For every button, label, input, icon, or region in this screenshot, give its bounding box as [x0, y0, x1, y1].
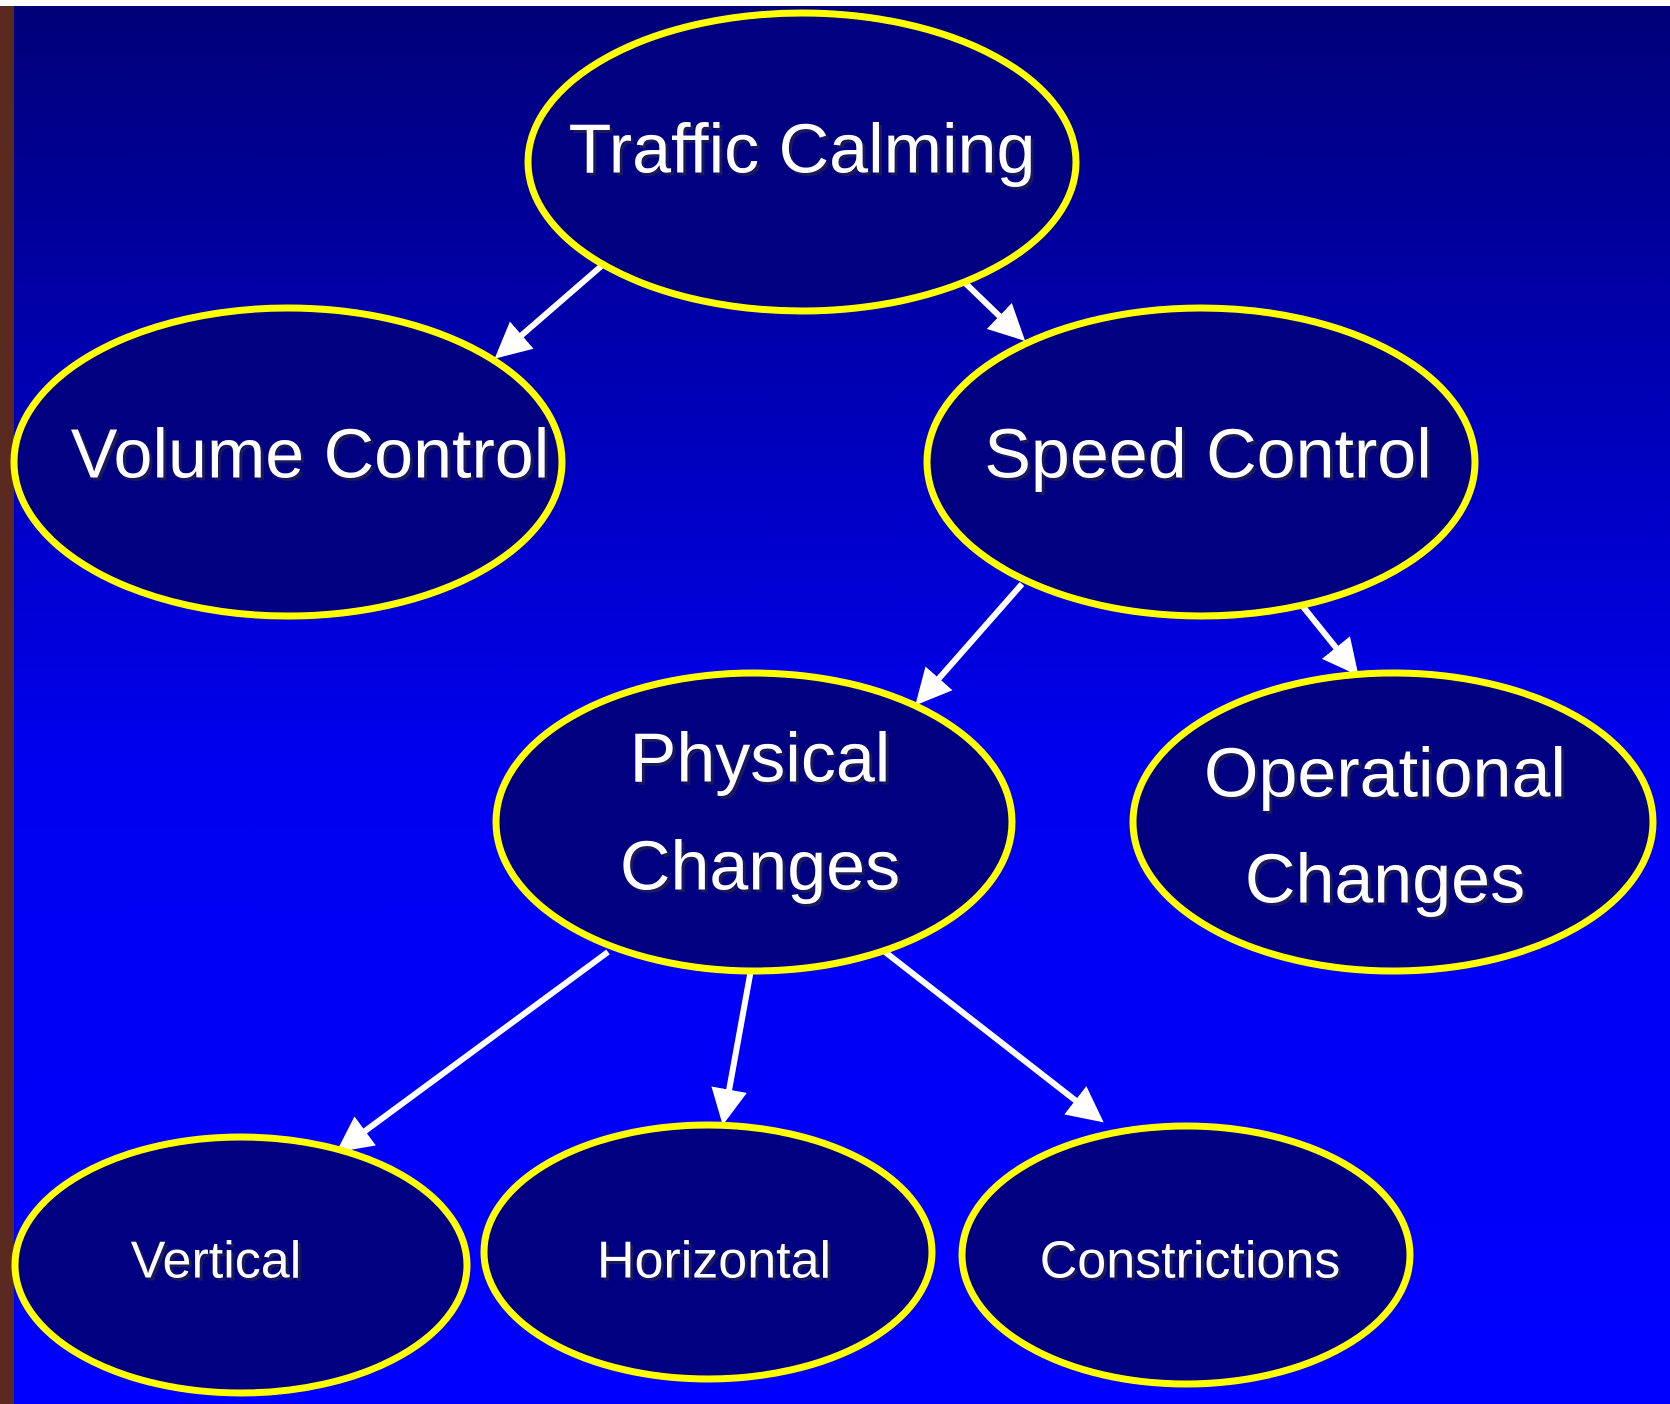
volume-control-label: Volume Control: [71, 414, 550, 492]
physical-changes-label-line2: Changes: [620, 826, 900, 904]
top-edge: [0, 0, 1670, 6]
arrow-physical-to-horizontal: [711, 963, 755, 1126]
node-volume-control: Volume Control Volume Control: [10, 304, 566, 620]
ellipse-vertical: [11, 1133, 471, 1397]
traffic-calming-label: Traffic Calming: [569, 109, 1036, 187]
physical-changes-label-line1: Physical: [630, 718, 891, 796]
ellipse-constrictions: [958, 1122, 1414, 1388]
speed-control-shadow: Speed Control: [987, 417, 1435, 495]
ellipse-physical-changes: [492, 669, 1016, 975]
arrow-traffic-to-volume: [494, 259, 608, 359]
speed-control-label: Speed Control: [984, 414, 1432, 492]
physical-line2-shadow: Changes: [623, 829, 903, 907]
arrow-speed-to-physical: [915, 582, 1025, 706]
traffic-calming-shadow: Traffic Calming: [572, 112, 1039, 190]
ellipse-operational-changes: [1129, 669, 1657, 975]
ellipse-traffic-calming: [524, 9, 1080, 315]
node-physical-changes: Physical Physical Changes Changes: [492, 669, 1016, 975]
arrow-traffic-to-speed: [957, 275, 1026, 342]
arrows: [336, 259, 1359, 1153]
node-constrictions: Constrictions Constrictions: [958, 1122, 1414, 1388]
operational-changes-label-line1: Operational: [1204, 733, 1566, 811]
arrow-physical-to-constrictions: [878, 945, 1104, 1123]
ellipse-volume-control: [10, 304, 566, 620]
ellipse-horizontal: [480, 1121, 936, 1383]
horizontal-shadow: Horizontal: [600, 1235, 834, 1293]
arrow-speed-to-operational: [1293, 596, 1359, 676]
node-horizontal: Horizontal Horizontal: [480, 1121, 936, 1383]
left-photo-strip: [0, 0, 14, 1404]
arrow-physical-to-vertical: [336, 949, 610, 1153]
node-speed-control: Speed Control Speed Control: [923, 304, 1479, 620]
vertical-label: Vertical: [131, 1232, 302, 1290]
horizontal-label: Horizontal: [597, 1232, 831, 1290]
operational-changes-label-line2: Changes: [1245, 839, 1525, 917]
operational-line1-shadow: Operational: [1207, 736, 1569, 814]
ellipse-speed-control: [923, 304, 1479, 620]
volume-control-shadow: Volume Control: [74, 417, 553, 495]
constrictions-shadow: Constrictions: [1043, 1235, 1344, 1293]
node-traffic-calming: Traffic Calming Traffic Calming: [524, 9, 1080, 315]
node-vertical: Vertical Vertical: [11, 1133, 471, 1397]
constrictions-label: Constrictions: [1040, 1232, 1341, 1290]
node-operational-changes: Operational Operational Changes Changes: [1129, 669, 1657, 975]
vertical-shadow: Vertical: [134, 1235, 305, 1293]
physical-line1-shadow: Physical: [633, 721, 894, 799]
operational-line2-shadow: Changes: [1248, 842, 1528, 920]
